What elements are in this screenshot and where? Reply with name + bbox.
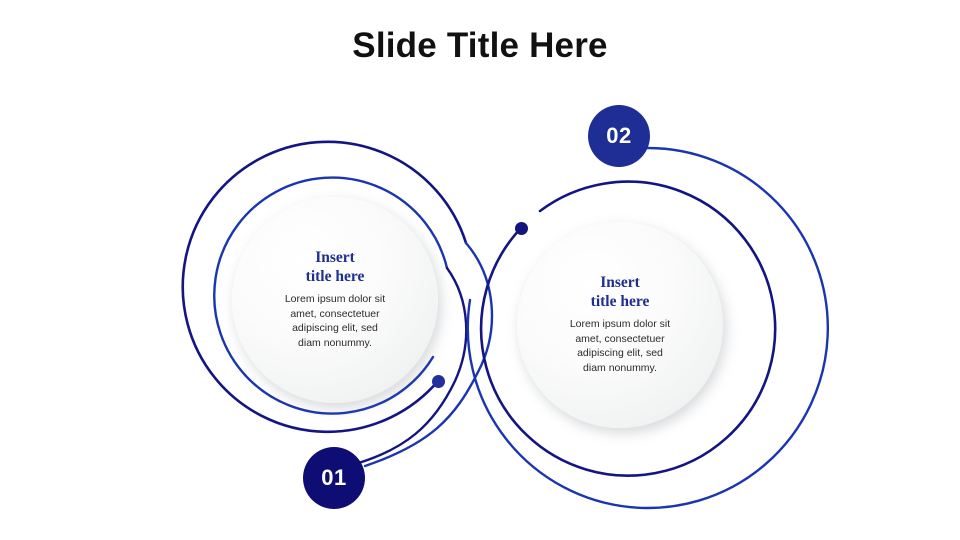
node-disc-02[interactable]: Insert title here Lorem ipsum dolor sit … [517,222,723,428]
arc-endpoint-dot-right [515,222,528,235]
node-disc-01[interactable]: Insert title here Lorem ipsum dolor sit … [232,197,438,403]
right-inner-arc [479,180,777,477]
node-content-01: Insert title here Lorem ipsum dolor sit … [232,197,438,403]
connector-curve-dark [350,266,468,467]
page-title: Slide Title Here [352,26,608,65]
left-outer-arc [181,140,468,434]
arc-endpoint-dot-left [432,375,445,388]
right-outer-arc [466,146,829,510]
step-badge-01[interactable]: 01 [303,447,365,509]
node-body-01: Lorem ipsum dolor sit amet, consectetuer… [284,292,386,350]
left-inner-arc [213,176,449,415]
node-title-02: Insert title here [590,273,650,310]
step-badge-02[interactable]: 02 [588,105,650,167]
connector-curve-bright [363,241,494,468]
node-body-02: Lorem ipsum dolor sit amet, consectetuer… [569,317,671,375]
node-content-02: Insert title here Lorem ipsum dolor sit … [517,222,723,428]
node-title-01: Insert title here [305,248,365,285]
